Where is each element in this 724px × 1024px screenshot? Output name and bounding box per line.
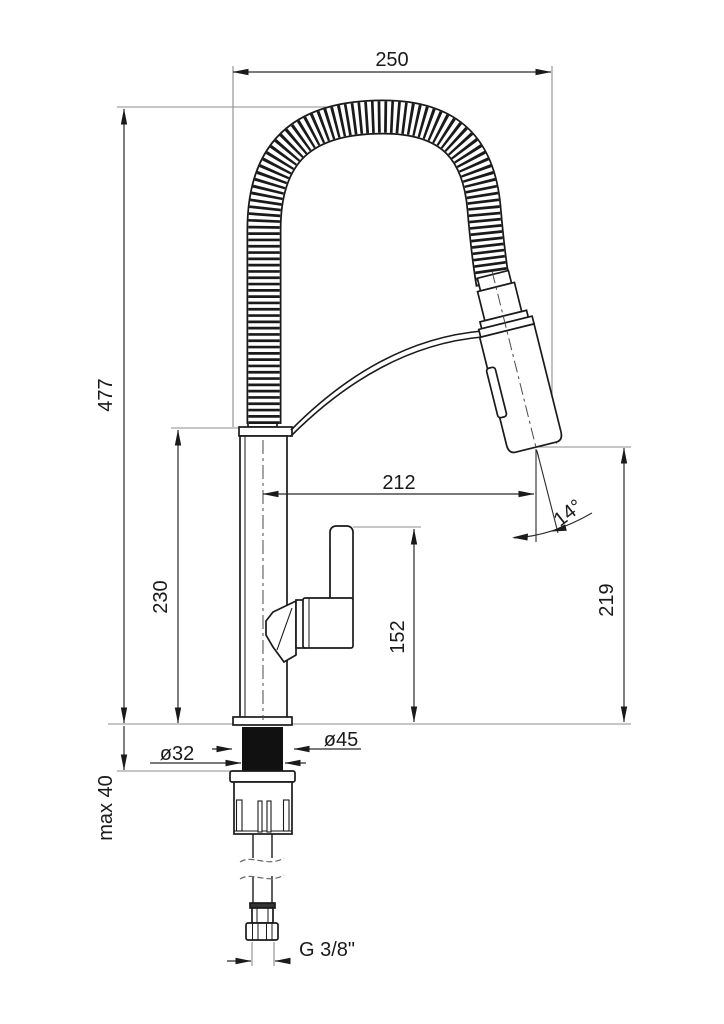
dim-label-thread: G 3/8" xyxy=(299,939,355,961)
faucet-body xyxy=(229,413,354,941)
dim-label-total-height: 477 xyxy=(95,378,117,411)
dim-label-top-width: 250 xyxy=(375,49,408,71)
dim-label-angle: 14° xyxy=(550,495,587,531)
supply-shank xyxy=(252,834,273,903)
break-symbol xyxy=(239,857,285,880)
nut-slot-mid-right xyxy=(266,800,272,833)
mounting-nut xyxy=(233,781,293,835)
dim-label-handle-height: 152 xyxy=(387,620,409,653)
angle-arrow-left xyxy=(512,533,528,541)
handle-cone-inner xyxy=(276,607,293,651)
nut-slot-left xyxy=(235,799,243,832)
hose-fitting xyxy=(245,902,279,941)
spout-arm-upper xyxy=(290,330,483,431)
dim-label-deck-max: max 40 xyxy=(95,775,117,841)
handle-lever xyxy=(329,525,354,605)
handle-assembly xyxy=(265,525,354,664)
spray-head-centerline xyxy=(491,271,540,458)
dim-label-d32: ø32 xyxy=(160,743,194,765)
spout-base-plate xyxy=(238,426,293,437)
handle-body xyxy=(302,597,354,649)
spring-coil-hose xyxy=(246,99,511,424)
fitting-hex-nut xyxy=(245,922,279,941)
nut-slot-mid-left xyxy=(257,800,263,833)
angle-annotation xyxy=(512,449,593,542)
dim-label-spout-reach: 212 xyxy=(382,472,415,494)
spray-head-body xyxy=(478,322,563,454)
spray-head-clip xyxy=(485,366,508,419)
base-gasket xyxy=(242,727,283,771)
dim-label-body-height: 230 xyxy=(150,580,172,613)
extension-lines xyxy=(108,66,631,966)
dimension-labels: 250 477 230 212 152 219 max 40 ø32 ø45 G… xyxy=(95,49,618,961)
spout-arm xyxy=(290,330,483,437)
fitting-neck xyxy=(251,907,274,924)
angle-arrow-right xyxy=(551,524,567,532)
lower-flange xyxy=(229,770,296,783)
nut-slot-right xyxy=(282,799,290,832)
dim-label-d45: ø45 xyxy=(324,729,358,751)
spray-head xyxy=(476,269,563,458)
mounting-nut-body xyxy=(233,781,293,835)
spout-arm-lower xyxy=(290,336,483,437)
dim-label-spout-drop: 219 xyxy=(596,583,618,616)
angle-axis-extension xyxy=(536,450,559,534)
dimension-lines xyxy=(120,68,628,965)
coil-rungs xyxy=(248,101,509,424)
